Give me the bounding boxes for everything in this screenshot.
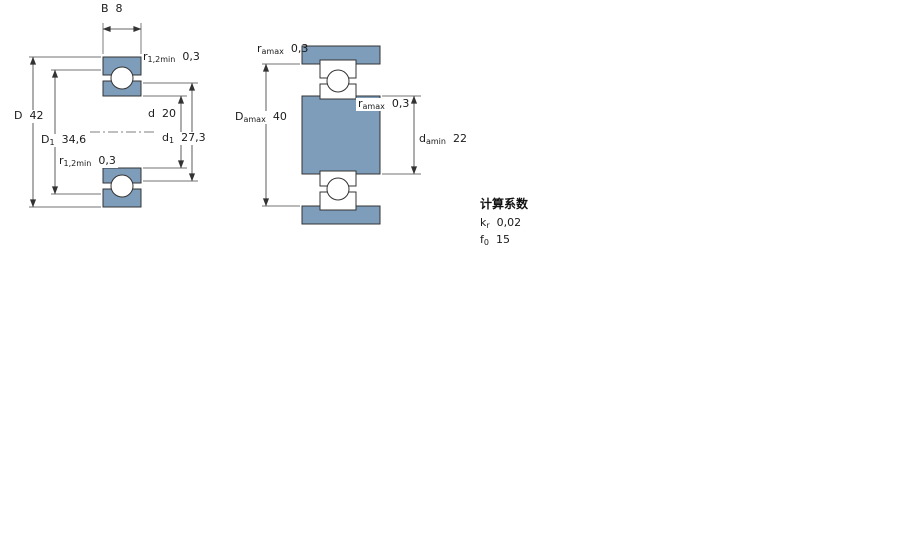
calc-factor-f0: f0 15 bbox=[480, 233, 510, 247]
dim-symbol: D bbox=[41, 133, 50, 146]
dim-value: 40 bbox=[272, 110, 287, 123]
ball-top bbox=[326, 69, 350, 93]
dim-symbol: D bbox=[14, 109, 23, 122]
dim-symbol: d bbox=[148, 107, 155, 120]
dim-label-bore-d: d 20 bbox=[146, 107, 178, 122]
factor-subscript: r bbox=[486, 221, 490, 230]
dimension-D bbox=[29, 56, 101, 208]
dim-symbol: B bbox=[101, 2, 109, 15]
right-abutment-figure bbox=[262, 45, 421, 225]
dim-label-da-min: damin 22 bbox=[417, 132, 469, 147]
dim-label-r12-bottom: r1,2min 0,3 bbox=[57, 154, 118, 169]
dim-value: 0,3 bbox=[98, 154, 116, 167]
ball-bottom bbox=[326, 177, 350, 201]
factor-subscript: 0 bbox=[483, 238, 489, 247]
dim-value: 0,3 bbox=[391, 97, 410, 110]
dim-subscript: amax bbox=[362, 102, 385, 111]
dim-subscript: 1 bbox=[168, 136, 175, 145]
dim-subscript: 1 bbox=[49, 138, 55, 147]
dim-value: 20 bbox=[161, 107, 176, 120]
ball-bottom bbox=[110, 174, 134, 198]
calc-factors-title: 计算系数 bbox=[480, 197, 529, 211]
calc-factor-kr: kr 0,02 bbox=[480, 216, 522, 230]
dim-subscript: amin bbox=[425, 137, 446, 146]
factor-symbol: f bbox=[480, 233, 484, 246]
factor-value: 15 bbox=[495, 233, 510, 246]
dim-value: 42 bbox=[29, 109, 44, 122]
dimension-B bbox=[102, 23, 142, 54]
dim-value: 34,6 bbox=[61, 133, 87, 146]
dimension-Da bbox=[262, 63, 300, 207]
dim-symbol: D bbox=[235, 110, 244, 123]
factor-symbol: k bbox=[480, 216, 487, 229]
dimension-da bbox=[382, 95, 421, 175]
left-bearing-figure bbox=[29, 23, 198, 208]
dim-value: 0,3 bbox=[290, 42, 309, 55]
dim-symbol: d bbox=[162, 131, 169, 144]
ball-top bbox=[110, 66, 134, 90]
dim-symbol: r bbox=[59, 154, 64, 167]
dim-symbol: r bbox=[143, 50, 148, 63]
dimension-D1 bbox=[51, 69, 101, 195]
dim-value: 27,3 bbox=[181, 131, 206, 144]
dim-label-r12-top: r1,2min 0,3 bbox=[143, 50, 200, 64]
dim-label-ra-top: ramax 0,3 bbox=[257, 42, 309, 56]
dim-label-ra-mid: ramax 0,3 bbox=[356, 97, 412, 112]
dim-subscript: 1,2min bbox=[147, 55, 176, 64]
dim-subscript: amax bbox=[261, 47, 284, 56]
dim-symbol: r bbox=[358, 97, 363, 110]
dim-value: 0,3 bbox=[182, 50, 200, 63]
dim-label-d1: d1 27,3 bbox=[160, 131, 208, 146]
dim-label-outer-diameter-D: D 42 bbox=[12, 109, 46, 124]
dim-subscript: 1,2min bbox=[63, 159, 92, 168]
dim-symbol: d bbox=[419, 132, 426, 145]
dim-label-D1: D1 34,6 bbox=[39, 133, 89, 148]
factor-value: 0,02 bbox=[496, 216, 522, 229]
dim-label-Da-max: Damax 40 bbox=[233, 110, 289, 125]
dim-value: 8 bbox=[115, 2, 123, 15]
dim-value: 22 bbox=[452, 132, 467, 145]
dim-symbol: r bbox=[257, 42, 262, 55]
dim-subscript: amax bbox=[243, 115, 266, 124]
